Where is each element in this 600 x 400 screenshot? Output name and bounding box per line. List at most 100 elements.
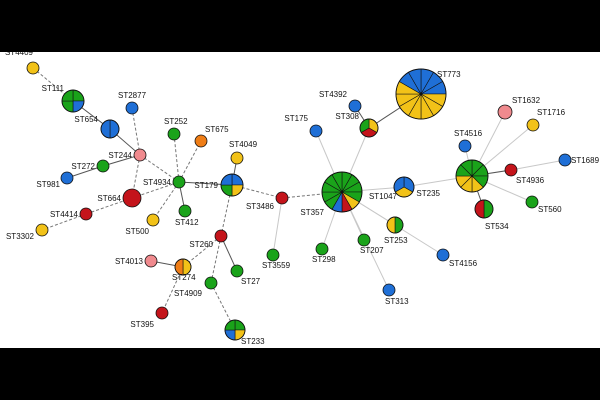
node-ST253-slice-0 — [394, 216, 404, 234]
node-ST244[interactable] — [133, 148, 147, 162]
node-ST3302[interactable] — [35, 223, 49, 237]
node-ST3486[interactable] — [275, 191, 289, 205]
node-label-ST395: ST395 — [130, 320, 154, 329]
edge-ST244-ST4934 — [139, 154, 180, 183]
node-ST111[interactable] — [61, 89, 85, 113]
node-ST654[interactable] — [100, 119, 120, 139]
node-ST4392[interactable] — [348, 99, 362, 113]
node-ST534-outline — [474, 199, 494, 219]
node-ST253[interactable] — [386, 216, 404, 234]
node-ST1716[interactable] — [526, 118, 540, 132]
node-ST534[interactable] — [474, 199, 494, 219]
node-ST179[interactable] — [220, 173, 244, 197]
node-ST27-slice-0 — [230, 264, 244, 278]
node-ST27[interactable] — [230, 264, 244, 278]
node-ST4414-slice-0 — [79, 207, 93, 221]
edge-ST4414-ST3302 — [41, 213, 87, 231]
node-ST534-slice-0 — [483, 199, 494, 219]
edge-ST4934-ST252 — [173, 133, 180, 183]
node-ST308[interactable] — [359, 118, 379, 138]
node-ST4156[interactable] — [436, 248, 450, 262]
node-label-ST654: ST654 — [74, 115, 98, 124]
node-ST560[interactable] — [525, 195, 539, 209]
node-label-ST175: ST175 — [284, 114, 308, 123]
edge-ST4934-ST500 — [152, 181, 180, 221]
node-label-ST274: ST274 — [172, 273, 196, 282]
node-ST4934[interactable] — [172, 175, 186, 189]
node-ST260[interactable] — [214, 229, 228, 243]
node-label-ST664: ST664 — [97, 194, 121, 203]
node-label-ST233: ST233 — [241, 337, 265, 346]
node-ST4936[interactable] — [504, 163, 518, 177]
edge-ST3486-ST3559 — [272, 197, 283, 256]
edge-ST4909-ST233 — [210, 282, 236, 331]
node-ST252-slice-0 — [167, 127, 181, 141]
node-ST534-slice-1 — [474, 199, 485, 219]
minimum-spanning-tree-diagram: ST4409ST111ST654ST2877ST244ST272ST981ST2… — [5, 52, 600, 346]
node-ST4409[interactable] — [26, 61, 40, 75]
node-ST1632-slice-0 — [497, 104, 513, 120]
node-ST3559[interactable] — [266, 248, 280, 262]
node-label-ST244: ST244 — [108, 151, 132, 160]
node-label-ST3486: ST3486 — [246, 202, 275, 211]
node-ST274[interactable] — [174, 258, 192, 276]
node-label-ST4156: ST4156 — [449, 259, 478, 268]
node-ST675-slice-0 — [194, 134, 208, 148]
node-ST313-slice-0 — [382, 283, 396, 297]
node-label-ST252: ST252 — [164, 117, 188, 126]
node-label-ST1047: ST1047 — [369, 192, 398, 201]
node-label-ST179: ST179 — [194, 181, 218, 190]
edge-ST664-ST4414 — [85, 197, 133, 215]
node-ST500-slice-0 — [146, 213, 160, 227]
node-ST500[interactable] — [146, 213, 160, 227]
node-label-ST4013: ST4013 — [115, 257, 144, 266]
node-ST4414[interactable] — [79, 207, 93, 221]
node-ST675[interactable] — [194, 134, 208, 148]
node-ST1047[interactable] — [393, 176, 415, 198]
node-ST412[interactable] — [178, 204, 192, 218]
node-ST252[interactable] — [167, 127, 181, 141]
node-label-ST981: ST981 — [36, 180, 60, 189]
node-ST1632[interactable] — [497, 104, 513, 120]
node-ST981[interactable] — [60, 171, 74, 185]
node-ST260-slice-0 — [214, 229, 228, 243]
node-ST412-slice-0 — [178, 204, 192, 218]
node-label-ST4516: ST4516 — [454, 129, 483, 138]
node-label-ST4049: ST4049 — [229, 140, 258, 149]
label-layer: ST4409ST111ST654ST2877ST244ST272ST981ST2… — [5, 52, 600, 346]
node-ST272-slice-0 — [96, 159, 110, 173]
node-ST4516[interactable] — [458, 139, 472, 153]
node-ST235[interactable] — [455, 159, 489, 193]
node-ST2877[interactable] — [125, 101, 139, 115]
node-ST1047-outline — [393, 176, 415, 198]
node-label-ST313: ST313 — [385, 297, 409, 306]
node-ST4936-slice-0 — [504, 163, 518, 177]
node-ST664[interactable] — [122, 188, 142, 208]
node-ST4909[interactable] — [204, 276, 218, 290]
node-ST4013[interactable] — [144, 254, 158, 268]
node-ST981-slice-0 — [60, 171, 74, 185]
node-label-ST308: ST308 — [335, 112, 359, 121]
node-ST395[interactable] — [155, 306, 169, 320]
node-ST298[interactable] — [315, 242, 329, 256]
node-ST313[interactable] — [382, 283, 396, 297]
node-label-ST235: ST235 — [416, 189, 440, 198]
node-ST272[interactable] — [96, 159, 110, 173]
node-ST4049[interactable] — [230, 151, 244, 165]
node-label-ST298: ST298 — [312, 255, 336, 264]
node-label-ST1632: ST1632 — [512, 96, 541, 105]
node-ST773[interactable] — [395, 68, 447, 120]
node-label-ST1716: ST1716 — [537, 108, 566, 117]
node-ST233[interactable] — [224, 319, 246, 341]
node-label-ST4392: ST4392 — [319, 90, 348, 99]
node-ST3302-slice-0 — [35, 223, 49, 237]
node-ST308-outline — [359, 118, 379, 138]
node-ST1689[interactable] — [558, 153, 572, 167]
node-label-ST272: ST272 — [71, 162, 95, 171]
node-ST357[interactable] — [321, 171, 363, 213]
node-label-ST4414: ST4414 — [50, 210, 79, 219]
node-label-ST4409: ST4409 — [5, 52, 34, 57]
node-ST207[interactable] — [357, 233, 371, 247]
node-ST175[interactable] — [309, 124, 323, 138]
